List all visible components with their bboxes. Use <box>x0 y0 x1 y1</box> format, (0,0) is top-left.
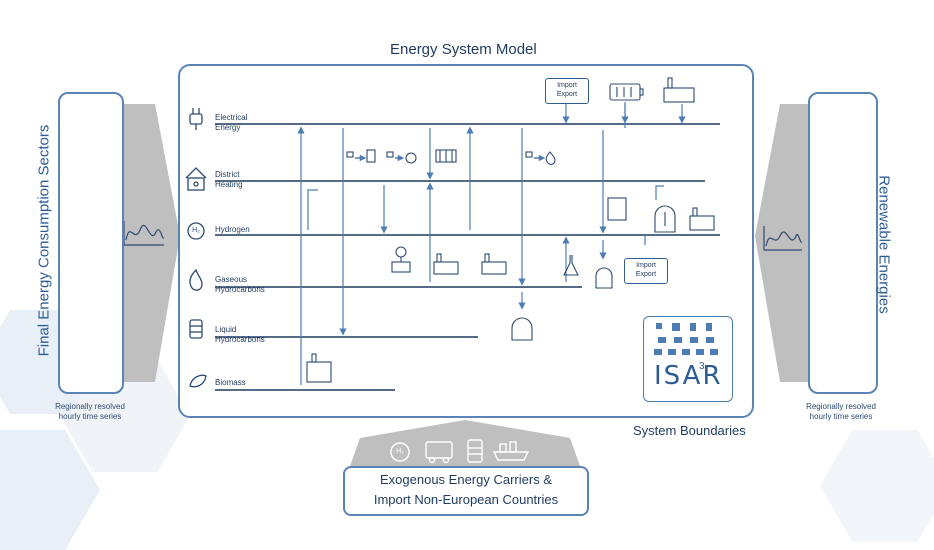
bottom-h2-badge: H₂ <box>396 448 404 455</box>
row-label-biomass: Biomass <box>215 378 246 387</box>
exogenous-carriers-box: Exogenous Energy Carriers &Import Non-Eu… <box>343 466 589 516</box>
renewable-panel <box>808 92 878 394</box>
isar-logo: ISAR 3 <box>643 316 733 402</box>
system-boundaries-label: System Boundaries <box>633 423 746 438</box>
hydrogen-badge: H₂ <box>192 227 200 234</box>
final-energy-panel <box>58 92 124 394</box>
final-energy-title: Final Energy Consumption Sectors <box>35 124 53 357</box>
row-label-hydrogen: Hydrogen <box>215 225 250 234</box>
main-title: Energy System Model <box>390 41 537 58</box>
isar-logo-superscript: 3 <box>699 361 705 372</box>
isar-logo-text: ISAR <box>654 361 723 391</box>
isar-logo-icons <box>654 323 718 355</box>
renewable-title: Renewable Energies <box>875 175 893 314</box>
